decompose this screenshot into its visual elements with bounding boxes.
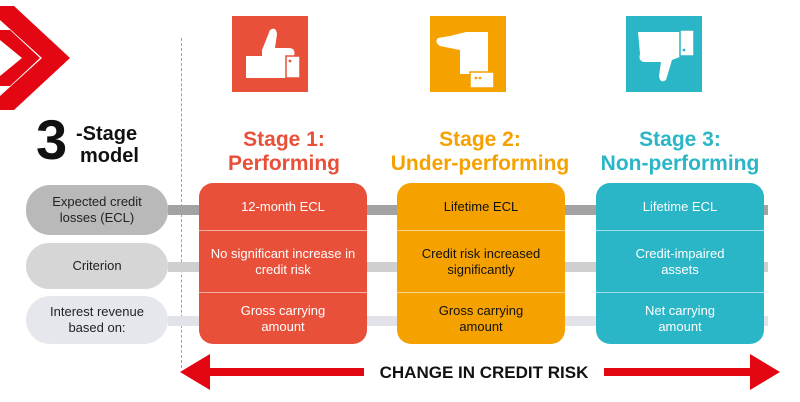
row-label-ecl: Expected credit losses (ECL) (26, 185, 168, 235)
stage-3-card: Lifetime ECL Credit-impaired assets Net … (596, 183, 764, 344)
stage-3-title: Stage 3: Non-performing (600, 128, 760, 175)
row-label-interest: Interest revenue based on: (26, 296, 168, 344)
stage-3-ecl: Lifetime ECL (642, 198, 718, 214)
stage-1-ecl: 12-month ECL (241, 198, 325, 214)
stage-1-criterion: No significant increase in credit risk (199, 230, 367, 293)
stage-1-title: Stage 1: Performing (227, 128, 340, 175)
stage-3-criterion: Credit-impaired assets (596, 230, 764, 293)
chevron-logo-icon (0, 6, 70, 110)
thumbs-down-icon (626, 16, 702, 92)
arrow-label: CHANGE IN CREDIT RISK (364, 362, 604, 384)
thumbs-sideways-icon (430, 16, 506, 92)
thumbs-up-icon (232, 16, 308, 92)
stage-2-interest: Gross carrying amount (397, 292, 565, 344)
stage-2-ecl: Lifetime ECL (443, 198, 519, 214)
stage-1-interest: Gross carrying amount (199, 292, 367, 344)
stage-2-title: Stage 2: Under-performing (390, 128, 570, 175)
stage-2-criterion: Credit risk increased significantly (397, 230, 565, 293)
model-label-line1: -Stage (76, 123, 138, 145)
model-label: -Stage model (76, 123, 139, 167)
stage-1-card: 12-month ECL No significant increase in … (199, 183, 367, 344)
model-number: 3 (36, 108, 68, 171)
model-label-line2: model (80, 145, 139, 167)
divider-line (181, 38, 182, 368)
stage-2-card: Lifetime ECL Credit risk increased signi… (397, 183, 565, 344)
stage-3-interest: Net carrying amount (596, 292, 764, 344)
row-label-criterion: Criterion (26, 243, 168, 289)
